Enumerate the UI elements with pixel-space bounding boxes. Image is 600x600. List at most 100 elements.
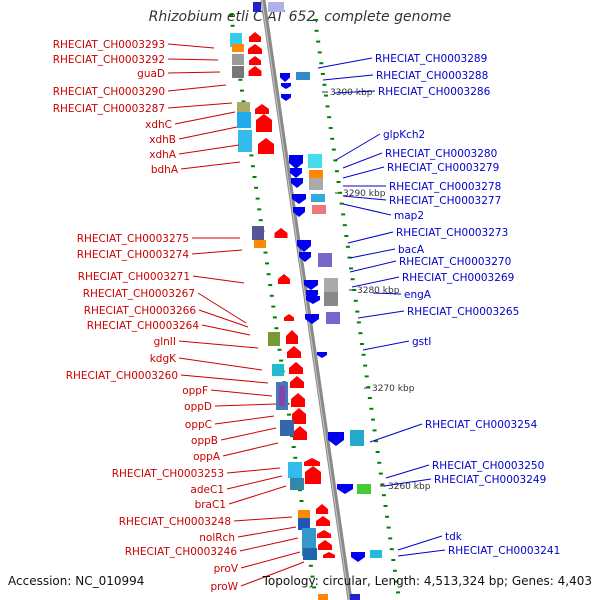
leader-line (335, 133, 381, 161)
minor-tick (229, 14, 234, 16)
minor-tick (375, 451, 380, 453)
minor-tick (380, 483, 385, 486)
gene-block (230, 33, 242, 47)
leader-line (210, 389, 273, 397)
minor-tick (349, 267, 354, 270)
leader-line (342, 195, 387, 201)
gene-label-left: oppA (193, 451, 221, 463)
leader-line (167, 84, 227, 92)
leader-line (226, 475, 283, 490)
gene-label-left: RHECIAT_CH0003248 (119, 516, 231, 528)
leader-line (362, 340, 410, 351)
leader-line (397, 549, 446, 557)
minor-tick (325, 105, 330, 108)
leader-line (397, 535, 443, 551)
reverse-gene-arrow (305, 314, 319, 324)
minor-tick (392, 569, 397, 572)
minor-tick (378, 472, 383, 475)
gene-block (350, 430, 364, 446)
gene-block (232, 44, 244, 52)
reverse-gene-arrow (293, 207, 305, 217)
minor-tick (327, 116, 332, 119)
gene-label-left: nolRch (199, 532, 235, 544)
leader-line (228, 485, 287, 505)
forward-gene-arrow (256, 114, 272, 132)
reverse-gene-arrow (317, 352, 327, 358)
gene-label-right: RHECIAT_CH0003249 (434, 474, 546, 486)
minor-tick (364, 375, 369, 378)
leader-line (222, 442, 279, 457)
gene-block (254, 240, 266, 248)
minor-tick (257, 208, 262, 211)
tick-label: 3290 kbp (343, 189, 386, 199)
forward-gene-arrow (318, 540, 332, 550)
forward-gene-arrow (249, 32, 261, 42)
gene-block (268, 332, 280, 346)
gene-block (309, 170, 323, 178)
gene-block (298, 518, 310, 530)
leader-line (197, 292, 247, 324)
map-title: Rhizobium etli CIAT 652, complete genome (148, 9, 452, 25)
minor-tick (299, 500, 304, 502)
minor-tick (312, 586, 317, 589)
minor-tick (310, 575, 315, 578)
minor-tick (381, 494, 386, 497)
leader-line (214, 415, 275, 425)
gene-label-right: RHECIAT_CH0003265 (407, 306, 519, 318)
tick-label: 3270 kbp (372, 384, 415, 394)
gene-label-left: RHECIAT_CH0003260 (66, 370, 178, 382)
forward-gene-arrow (249, 56, 261, 65)
gene-label-left: RHECIAT_CH0003266 (84, 305, 197, 317)
minor-tick (241, 100, 246, 103)
gene-block (296, 72, 310, 80)
leader-line (167, 43, 215, 49)
gene-label-left: RHECIAT_CH0003246 (125, 546, 238, 558)
leader-line (180, 374, 269, 384)
reverse-gene-arrow (280, 73, 290, 82)
minor-tick (230, 24, 235, 27)
gene-block (303, 548, 317, 560)
minor-tick (319, 62, 324, 65)
minor-tick (358, 332, 363, 335)
leader-line (198, 309, 249, 328)
forward-gene-arrow (291, 393, 305, 407)
gene-label-right: RHECIAT_CH0003241 (448, 545, 560, 557)
gene-label-right: RHECIAT_CH0003279 (387, 162, 499, 174)
gene-label-left: oppC (185, 419, 212, 431)
gene-block (253, 2, 261, 12)
gene-block (232, 66, 244, 78)
forward-gene-arrow (255, 104, 269, 114)
gene-label-right: RHECIAT_CH0003269 (402, 272, 514, 284)
gene-block (288, 462, 302, 478)
minor-tick (386, 526, 391, 529)
minor-tick (333, 159, 338, 162)
minor-tick (383, 505, 388, 507)
minor-tick (389, 548, 394, 551)
minor-tick (336, 181, 341, 183)
leader-line (342, 152, 383, 169)
minor-tick (290, 435, 295, 438)
tick-label: 3300 kbp (330, 88, 373, 98)
gene-label-left: RHECIAT_CH0003267 (83, 288, 195, 300)
minor-tick (328, 127, 333, 129)
gene-label-left: xdhB (149, 134, 176, 146)
gene-block (309, 178, 323, 190)
gene-label-right: RHECIAT_CH0003278 (389, 181, 501, 193)
gene-label-left: RHECIAT_CH0003287 (53, 103, 165, 115)
leader-line (351, 276, 400, 288)
minor-tick (293, 456, 298, 459)
gene-label-left: RHECIAT_CH0003293 (53, 39, 165, 51)
forward-gene-arrow (287, 346, 301, 358)
leader-line (167, 71, 221, 74)
minor-tick (255, 197, 260, 200)
minor-tick (394, 580, 399, 583)
minor-tick (350, 278, 355, 281)
leader-line (239, 537, 299, 552)
gene-block (290, 478, 304, 490)
leader-line (385, 464, 430, 479)
minor-tick (344, 235, 349, 237)
minor-tick (331, 148, 336, 151)
forward-gene-arrow (248, 44, 262, 54)
reverse-gene-arrow (281, 94, 291, 101)
